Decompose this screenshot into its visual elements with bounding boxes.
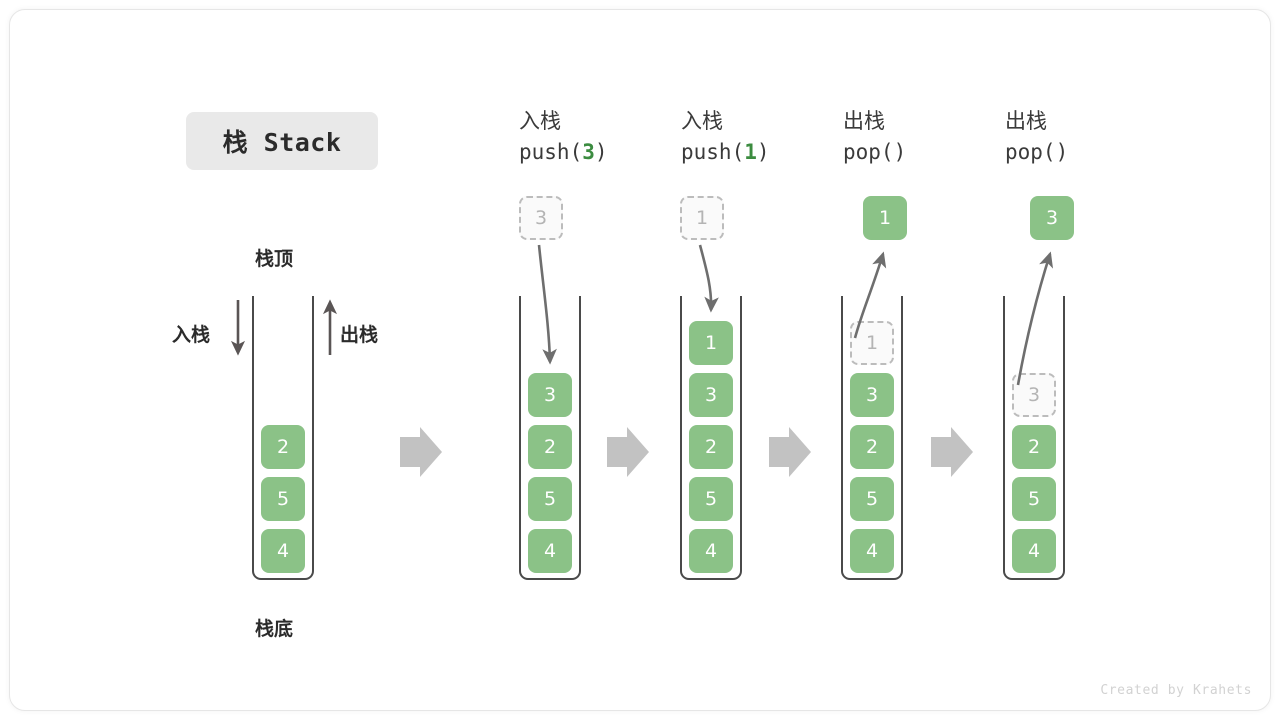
code-arg: 3 [582,140,595,164]
column-header-cjk: 出栈 [1005,109,1047,133]
stack-title-label: 栈 Stack [222,128,342,157]
column-header-cjk: 入栈 [519,109,561,133]
column-header-push-3: 入栈 push(3) [519,106,699,168]
stack-cell: 5 [528,477,572,521]
stack-cell: 4 [850,529,894,573]
stack-cell-ghost: 3 [1012,373,1056,417]
column-header-code: push(3) [519,136,699,168]
code-arg: 1 [744,140,757,164]
stack-cell-ghost: 1 [850,321,894,365]
stack-cell: 2 [528,425,572,469]
code-prefix: push( [519,140,583,164]
stack-bottom-label: 栈底 [255,618,294,640]
stack-cell: 4 [689,529,733,573]
stack-cell: 2 [689,425,733,469]
column-header-push-1: 入栈 push(1) [681,106,861,168]
stack-cell: 3 [850,373,894,417]
floating-cell-popped: 3 [1030,196,1074,240]
column-header-code: pop() [843,136,1023,168]
stack-title-badge: 栈 Stack [186,112,378,170]
stack-cell: 3 [528,373,572,417]
stack-cell: 4 [261,529,305,573]
floating-cell-popped: 1 [863,196,907,240]
stack-container-push-3 [519,296,581,580]
stack-cell: 2 [261,425,305,469]
code-suffix: ) [1055,140,1069,164]
code-suffix: ) [893,140,907,164]
column-header-cjk: 入栈 [681,109,723,133]
push-legend-label: 入栈 [172,324,211,346]
stack-cell: 5 [850,477,894,521]
floating-cell-ghost: 3 [519,196,563,240]
code-suffix: ) [756,140,770,164]
stack-container-pop-1 [841,296,903,580]
stack-container-push-1 [680,296,742,580]
stack-cell: 1 [689,321,733,365]
stack-top-label: 栈顶 [255,248,294,270]
column-header-code: pop() [1005,136,1185,168]
code-prefix: pop( [1005,140,1056,164]
stack-cell: 3 [689,373,733,417]
floating-cell-ghost: 1 [680,196,724,240]
stack-cell: 5 [261,477,305,521]
stack-cell: 5 [1012,477,1056,521]
column-header-code: push(1) [681,136,861,168]
pop-legend-label: 出栈 [340,324,379,346]
column-header-pop-1: 出栈 pop() [843,106,1023,168]
code-prefix: pop( [843,140,894,164]
code-suffix: ) [594,140,608,164]
stack-cell: 4 [1012,529,1056,573]
code-prefix: push( [681,140,745,164]
column-header-cjk: 出栈 [843,109,885,133]
watermark-label: Created by Krahets [1100,683,1252,698]
stack-container-initial [252,296,314,580]
stack-cell: 5 [689,477,733,521]
stack-cell: 4 [528,529,572,573]
stack-cell: 2 [1012,425,1056,469]
stack-cell: 2 [850,425,894,469]
stack-container-pop-3 [1003,296,1065,580]
column-header-pop-3: 出栈 pop() [1005,106,1185,168]
